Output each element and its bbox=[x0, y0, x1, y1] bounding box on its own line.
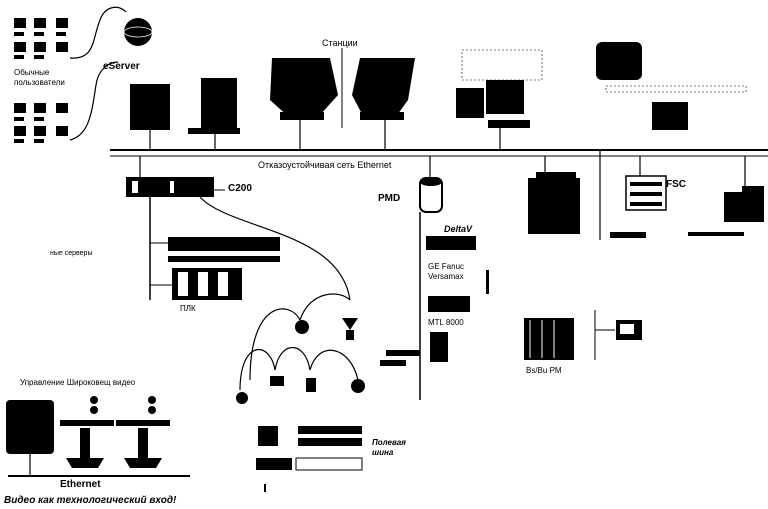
user-workstations-bottom bbox=[14, 103, 68, 143]
stations-label: Станции bbox=[322, 38, 358, 48]
video-footer-label: Видео как технологический вход! bbox=[4, 495, 177, 506]
c200-label: C200 bbox=[228, 183, 252, 194]
valve-icon bbox=[342, 318, 358, 330]
user-workstations-top bbox=[14, 18, 68, 59]
pmd-label: PMD bbox=[378, 193, 401, 204]
server-tower-icon bbox=[130, 84, 170, 130]
fieldbus-label: Полевая шина bbox=[372, 438, 406, 457]
ge-fanuc-label: GE Fanuc Versamax bbox=[428, 262, 465, 281]
servers-label: ные серверы bbox=[50, 250, 93, 257]
eserver-label: eServer bbox=[103, 61, 140, 72]
operator-console-icon bbox=[270, 58, 338, 118]
camera-icon bbox=[295, 320, 309, 334]
deltav-label: DeltaV bbox=[444, 224, 473, 234]
monitor-icon bbox=[456, 88, 484, 118]
fault-tolerant-ethernet-bus bbox=[110, 120, 768, 240]
fsc-label: FSC bbox=[666, 179, 686, 190]
pm-label: Bs/Bu PM bbox=[526, 366, 562, 375]
ethernet-label: Ethernet bbox=[60, 479, 101, 490]
plc-label: ПЛК bbox=[180, 304, 196, 313]
ordinary-users-label: Обычные пользователи bbox=[14, 68, 65, 87]
fieldbus-segment bbox=[249, 308, 301, 381]
fault-tolerant-ethernet-label: Отказоустойчивая сеть Ethernet bbox=[258, 160, 392, 170]
mtl-label: MTL 8000 bbox=[428, 318, 464, 327]
users-to-eserver-link bbox=[69, 6, 127, 59]
vendor-logo-f bbox=[258, 426, 278, 446]
cctv-label: Управление Широковещ видео bbox=[20, 378, 136, 387]
globe-icon bbox=[124, 18, 152, 46]
printer-icon bbox=[596, 42, 642, 80]
